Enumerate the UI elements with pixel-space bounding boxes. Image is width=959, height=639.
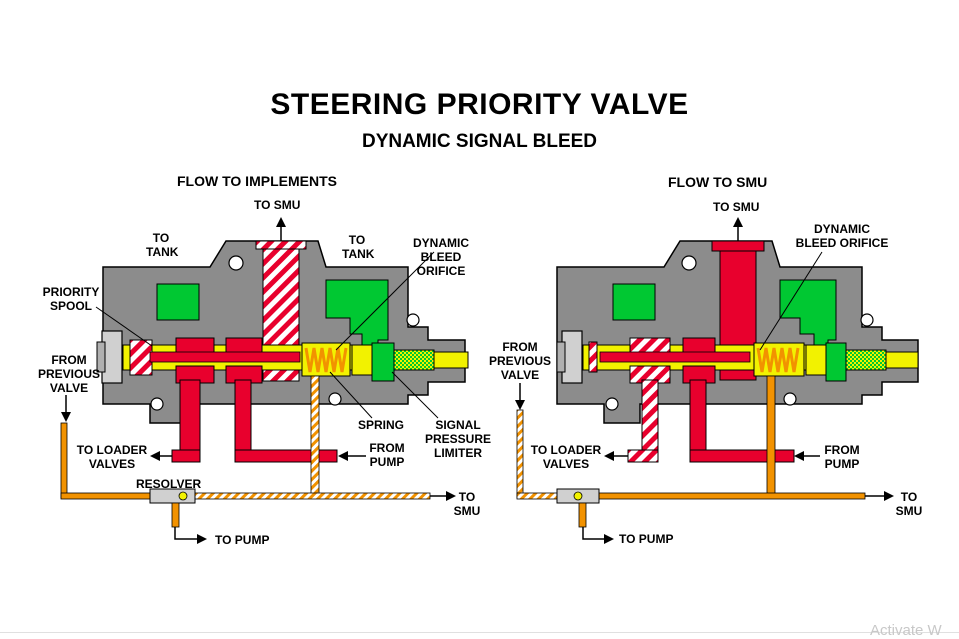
left-loader-port xyxy=(179,379,201,451)
left-resolver-label: RESOLVER xyxy=(136,477,202,491)
right-signal-line xyxy=(766,375,776,499)
left-resolver xyxy=(149,488,196,504)
left-signal-line xyxy=(310,375,320,499)
right-to-pump-label: TO PUMP xyxy=(619,532,674,546)
right-to-smu-top-label: TO SMU xyxy=(713,200,760,214)
page-title: STEERING PRIORITY VALVE xyxy=(270,88,689,121)
left-to-pump-label: TO PUMP xyxy=(215,533,270,547)
bottom-divider xyxy=(0,632,959,633)
left-valve-diagram xyxy=(60,217,469,544)
left-heading: FLOW TO IMPLEMENTS xyxy=(177,173,337,189)
left-spring-label: SPRING xyxy=(358,418,405,432)
activation-watermark: Activate W xyxy=(870,622,942,639)
page-subtitle: DYNAMIC SIGNAL BLEED xyxy=(361,131,598,152)
left-to-smu-top-label: TO SMU xyxy=(254,198,301,212)
right-heading: FLOW TO SMU xyxy=(668,174,768,190)
right-valve-diagram xyxy=(515,217,919,544)
left-tank-passage-1 xyxy=(156,283,200,321)
